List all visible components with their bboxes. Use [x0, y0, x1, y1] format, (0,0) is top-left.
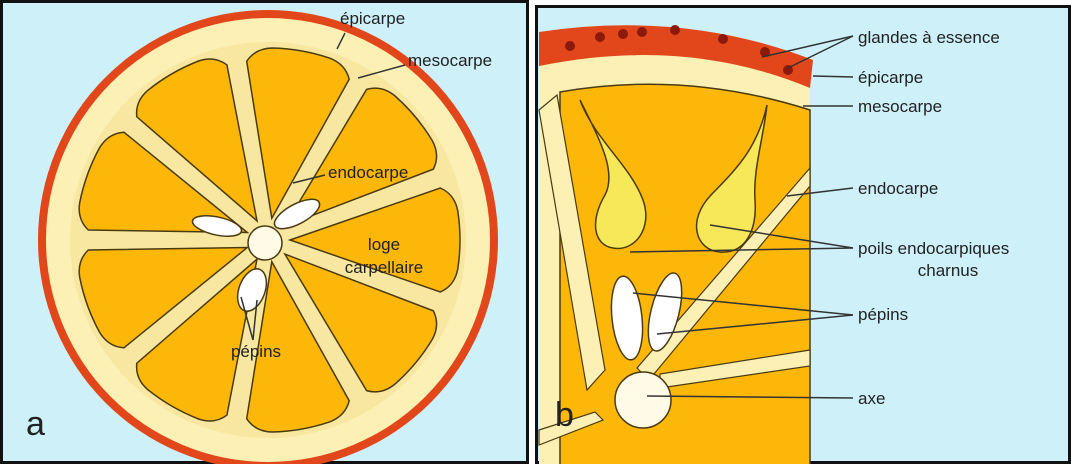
label-glandes-a-essence: glandes à essence — [858, 28, 1000, 47]
panel-a-whole-fruit-section: épicarpe mesocarpe endocarpe loge carpel… — [0, 0, 529, 464]
label-carpellaire: carpellaire — [345, 258, 423, 277]
label-pepins: pépins — [858, 305, 908, 324]
label-axe: axe — [858, 389, 885, 408]
label-epicarpe: épicarpe — [858, 68, 923, 87]
oil-gland — [618, 29, 628, 39]
oil-gland — [670, 25, 680, 35]
label-endocarpe: endocarpe — [858, 179, 938, 198]
label-epicarpe: épicarpe — [340, 9, 405, 28]
label-poils-endocarpiques: poils endocarpiques — [858, 239, 1009, 258]
label-mesocarpe: mesocarpe — [858, 97, 942, 116]
label-pepins: pépins — [231, 342, 281, 361]
carpel-segment — [560, 84, 810, 464]
oil-gland — [565, 41, 575, 51]
panel-b-detail-section: glandes à essence épicarpe mesocarpe end… — [535, 0, 1071, 464]
label-loge: loge — [368, 235, 400, 254]
panel-b-diagram: glandes à essence épicarpe mesocarpe end… — [535, 0, 1071, 464]
panel-letter-a: a — [26, 405, 45, 443]
central-axis — [615, 372, 671, 428]
oil-gland — [637, 27, 647, 37]
panel-a-diagram: épicarpe mesocarpe endocarpe loge carpel… — [0, 0, 529, 464]
label-mesocarpe: mesocarpe — [408, 51, 492, 70]
oil-gland — [718, 34, 728, 44]
central-axis — [248, 226, 282, 260]
label-endocarpe: endocarpe — [328, 163, 408, 182]
label-charnus: charnus — [918, 261, 978, 280]
panel-letter-b: b — [555, 396, 574, 434]
leader-line-epicarpe — [813, 76, 853, 77]
oil-gland — [595, 32, 605, 42]
